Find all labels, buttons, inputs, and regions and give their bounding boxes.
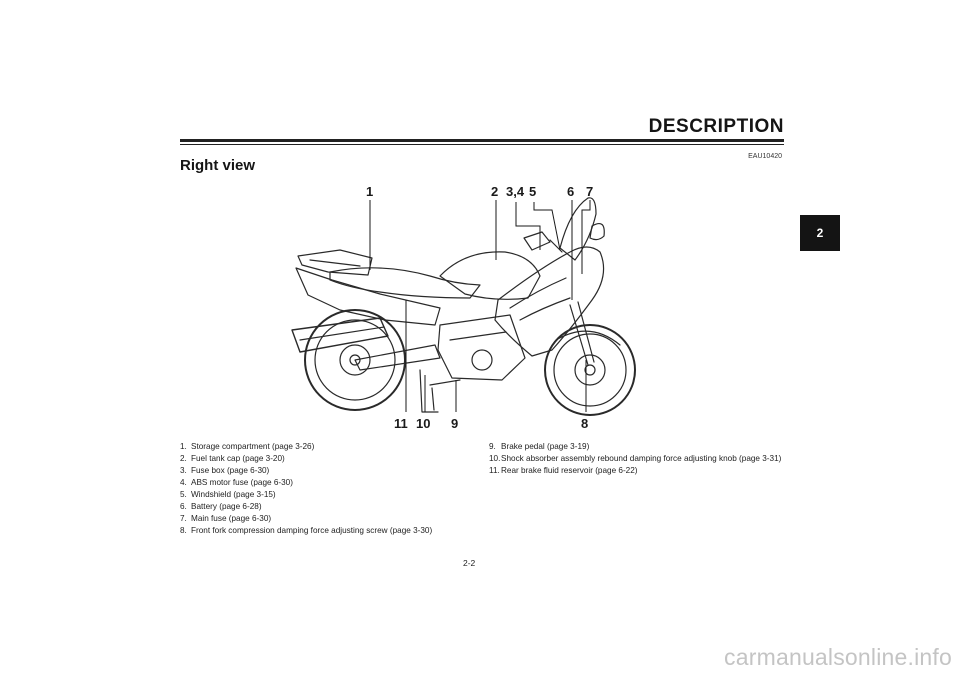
callout-9: 9 [451, 416, 458, 431]
motorcycle-diagram: 1 2 3,4 5 6 7 8 9 10 11 [291, 184, 636, 431]
stand [419, 369, 439, 413]
watermark: carmanualsonline.info [724, 644, 952, 670]
list-item: 9.Brake pedal (page 3-19) [489, 442, 590, 451]
callout-10: 10 [416, 416, 430, 431]
list-item: 6.Battery (page 6-28) [180, 502, 262, 511]
list-item: 8.Front fork compression damping force a… [180, 526, 433, 535]
list-item: 7.Main fuse (page 6-30) [180, 514, 272, 523]
rear-wheel [304, 309, 406, 411]
swingarm [354, 344, 441, 371]
callout-6: 6 [567, 184, 574, 199]
callout-5: 5 [529, 184, 536, 199]
engine [437, 314, 526, 381]
page-number: 2-2 [463, 558, 476, 568]
title-rule [180, 139, 784, 142]
document-code: EAU10420 [748, 153, 782, 160]
handlebar [523, 231, 551, 251]
fuel-tank [439, 251, 541, 300]
mirror [589, 223, 605, 241]
list-item: 4.ABS motor fuse (page 6-30) [180, 478, 293, 487]
list-item: 2.Fuel tank cap (page 3-20) [180, 454, 285, 463]
callout-3-4: 3,4 [506, 184, 525, 199]
front-wheel [544, 324, 636, 416]
list-item: 1.Storage compartment (page 3-26) [180, 442, 315, 451]
tail-cowl [295, 267, 441, 326]
callout-2: 2 [491, 184, 498, 199]
tail-rack [297, 249, 373, 276]
chapter-tab: 2 [800, 215, 840, 251]
leader-lines [369, 200, 591, 412]
callout-7: 7 [586, 184, 593, 199]
windshield [559, 197, 597, 261]
brake-pedal [429, 379, 461, 386]
list-item: 10.Shock absorber assembly rebound dampi… [489, 454, 782, 463]
page-title: DESCRIPTION [648, 116, 784, 137]
title-rule-thin [180, 144, 784, 145]
callout-11: 11 [394, 416, 408, 431]
front-fork [569, 304, 589, 366]
seat [329, 267, 481, 299]
list-item: 5.Windshield (page 3-15) [180, 490, 276, 499]
callout-1: 1 [366, 184, 373, 199]
list-item: 11.Rear brake fluid reservoir (page 6-22… [489, 466, 638, 475]
section-heading: Right view [180, 157, 256, 174]
callout-8: 8 [581, 416, 588, 431]
list-item: 3.Fuse box (page 6-30) [180, 466, 270, 475]
front-fairing [494, 246, 605, 357]
parts-list-right: 9.Brake pedal (page 3-19) 10.Shock absor… [489, 441, 789, 477]
parts-list-left: 1.Storage compartment (page 3-26) 2.Fuel… [180, 441, 480, 537]
exhaust-muffler [291, 317, 389, 353]
